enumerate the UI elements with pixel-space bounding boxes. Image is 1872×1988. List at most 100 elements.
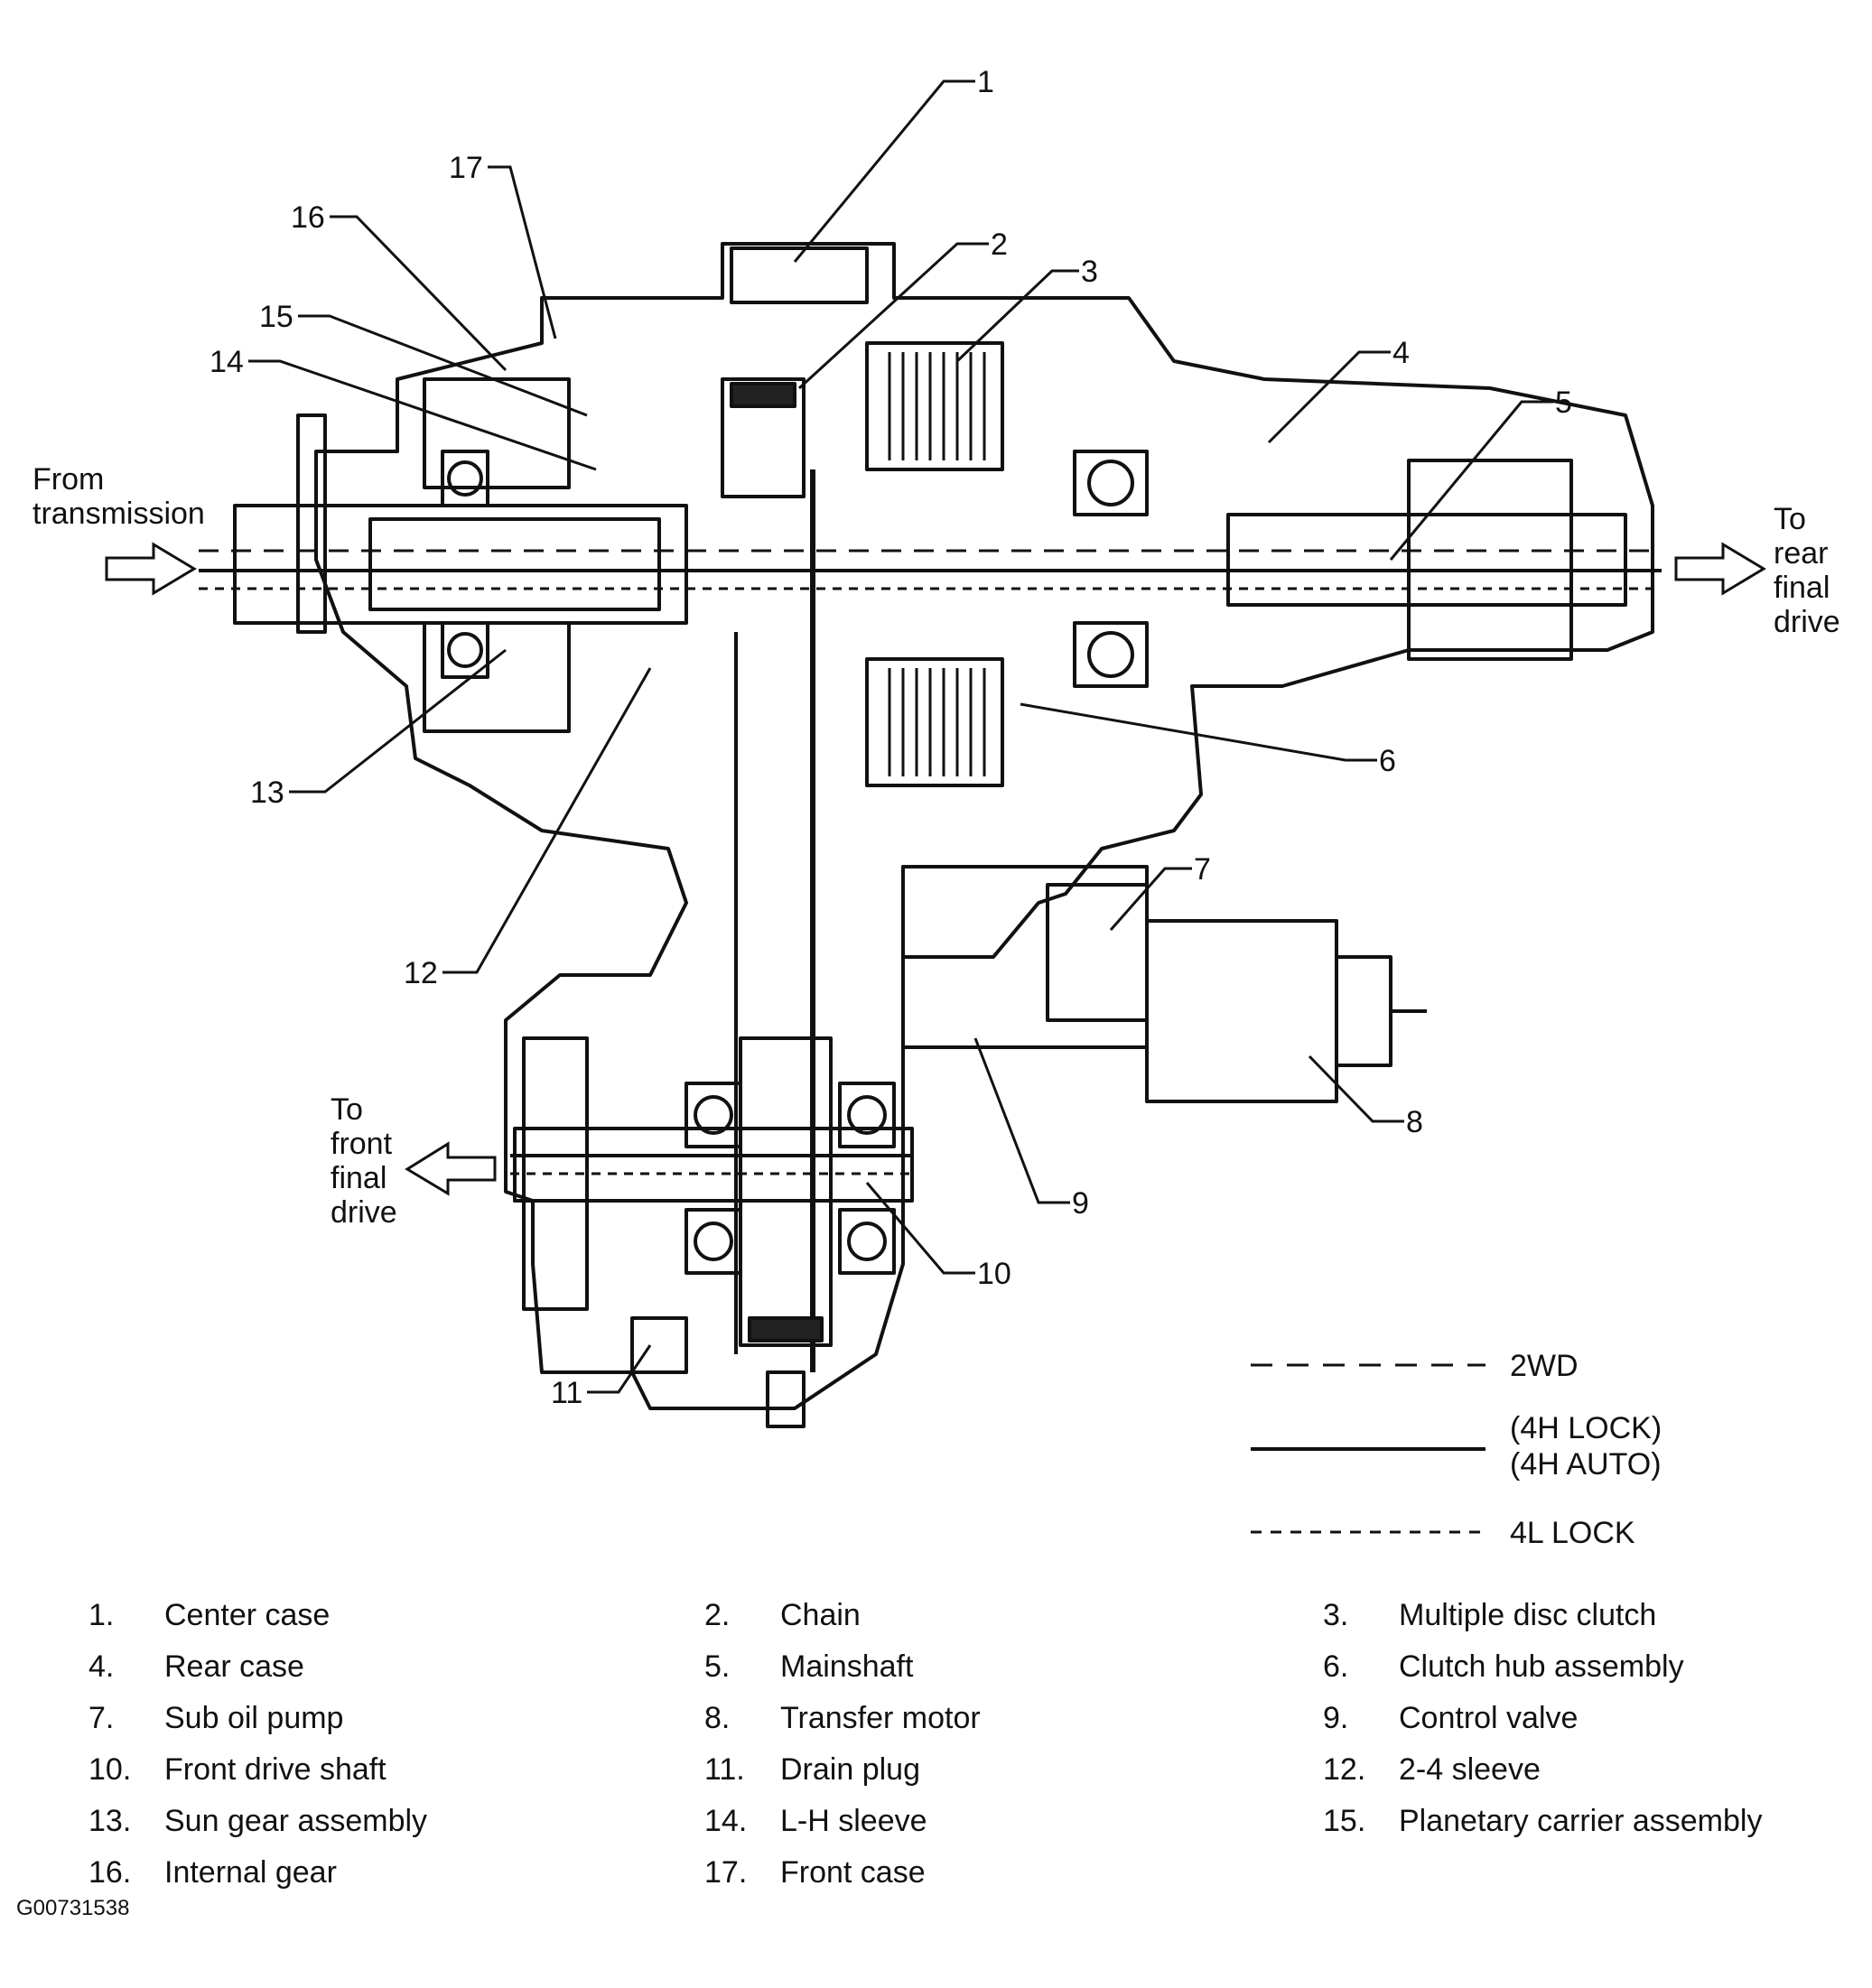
- legend-4h-label: (4H LOCK) (4H AUTO): [1510, 1411, 1671, 1482]
- leader-9: [973, 1037, 1070, 1204]
- rear-output-flow-label: To rear final drive: [1774, 502, 1840, 639]
- callout-8: 8: [1406, 1105, 1423, 1139]
- top-bolt-boss: [730, 246, 869, 304]
- planetary-gearset-lower: [423, 621, 571, 733]
- sub-oil-pump: [1046, 883, 1149, 1022]
- rear-output-arrow: [1674, 542, 1766, 596]
- front-output-arrow: [405, 1141, 497, 1196]
- leader-14: [248, 359, 597, 471]
- callout-4: 4: [1392, 336, 1410, 370]
- callout-10: 10: [977, 1257, 1011, 1291]
- front-output-shaft: [513, 1127, 914, 1203]
- driven-sprocket-teeth: [748, 1316, 824, 1342]
- driven-sprocket: [739, 1036, 833, 1347]
- input-flow-label: From transmission: [33, 462, 205, 531]
- input-arrow: [105, 542, 197, 596]
- part-item-15: 15. Planetary carrier assembly: [1323, 1804, 1762, 1839]
- leader-12: [442, 667, 652, 974]
- part-number: 1.: [88, 1598, 115, 1632]
- part-item-16: 16. Internal gear: [88, 1855, 337, 1890]
- callout-2: 2: [991, 228, 1008, 262]
- parts-list: 1. Center case 2.Chain 3. Multiple disc cl…: [0, 1589, 1872, 1914]
- drive-sprocket-teeth: [730, 382, 796, 408]
- leader-15: [298, 314, 588, 417]
- callout-14: 14: [210, 345, 244, 379]
- part-item-1: 1. Center case: [88, 1598, 330, 1633]
- power-flow-legend: 2WD (4H LOCK) (4H AUTO) 4L LOCK: [1251, 1349, 1671, 1550]
- clutch-pack-upper: [865, 341, 1004, 471]
- part-item-13: 13. Sun gear assembly: [88, 1804, 427, 1839]
- part-number: 7.: [88, 1701, 115, 1735]
- planetary-gearset: [423, 377, 571, 489]
- part-item-3: 3. Multiple disc clutch: [1323, 1598, 1656, 1633]
- front-bearing-a: [685, 1082, 742, 1148]
- part-name: L-H sleeve: [780, 1804, 927, 1838]
- front-output-flange: [522, 1036, 589, 1311]
- transfer-motor-end: [1335, 955, 1392, 1067]
- callout-1: 1: [977, 65, 994, 99]
- front-bearing-b: [685, 1208, 742, 1275]
- bottom-stub: [766, 1370, 806, 1428]
- legend-2wd-label: 2WD: [1510, 1349, 1579, 1383]
- part-number: 15.: [1323, 1804, 1366, 1838]
- part-item-14: 14. L-H sleeve: [704, 1804, 927, 1839]
- part-name: Drain plug: [780, 1752, 920, 1787]
- front-bearing-upper: [441, 450, 489, 507]
- leader-4: [1267, 350, 1391, 444]
- part-name: Sub oil pump: [164, 1701, 344, 1735]
- leader-8: [1308, 1054, 1404, 1123]
- input-shaft-inner: [368, 517, 661, 611]
- transfer-case-cutaway-diagram: From transmission To rear final drive To…: [33, 65, 1840, 1550]
- leader-11: [587, 1344, 652, 1394]
- part-name: Internal gear: [164, 1855, 337, 1890]
- part-number: 14.: [704, 1804, 748, 1838]
- callout-9: 9: [1072, 1186, 1089, 1221]
- part-item-2: 2.Chain: [704, 1598, 861, 1633]
- leader-17: [488, 165, 557, 339]
- part-number: 10.: [88, 1752, 132, 1787]
- part-name: Front case: [780, 1855, 926, 1890]
- part-name: Transfer motor: [780, 1701, 981, 1735]
- front-bearing-d: [838, 1208, 896, 1275]
- part-number: 11.: [704, 1752, 745, 1787]
- clutch-pack-lower: [865, 657, 1004, 787]
- part-item-12: 12.2-4 sleeve: [1323, 1752, 1541, 1788]
- part-name: Rear case: [164, 1649, 304, 1684]
- part-item-7: 7. Sub oil pump: [88, 1701, 343, 1736]
- front-case-flange: [296, 413, 327, 634]
- leader-13: [289, 648, 507, 794]
- part-number: 12.: [1323, 1752, 1366, 1787]
- rear-output-shaft: [1226, 513, 1627, 607]
- input-shaft: [233, 504, 688, 625]
- rear-bearing-upper: [1073, 450, 1149, 516]
- part-item-11: 11. Drain plug: [704, 1752, 920, 1788]
- leader-16: [330, 215, 508, 372]
- part-name: Center case: [164, 1598, 331, 1632]
- drive-sprocket: [721, 377, 806, 498]
- part-number: 17.: [704, 1855, 748, 1890]
- part-name: Multiple disc clutch: [1399, 1598, 1657, 1632]
- callout-15: 15: [259, 300, 293, 334]
- part-item-6: 6.Clutch hub assembly: [1323, 1649, 1684, 1685]
- part-number: 2.: [704, 1598, 731, 1632]
- part-name: Sun gear assembly: [164, 1804, 428, 1838]
- part-name: Mainshaft: [780, 1649, 914, 1684]
- leader-6: [1020, 702, 1377, 762]
- part-item-4: 4. Rear case: [88, 1649, 304, 1685]
- part-item-9: 9.Control valve: [1323, 1701, 1578, 1736]
- rear-output-flange: [1407, 459, 1573, 661]
- callout-6: 6: [1379, 744, 1396, 778]
- callout-5: 5: [1555, 386, 1572, 420]
- part-number: 8.: [704, 1701, 731, 1735]
- part-number: 13.: [88, 1804, 132, 1838]
- part-number: 5.: [704, 1649, 731, 1684]
- part-name: Planetary carrier assembly: [1399, 1804, 1763, 1838]
- part-number: 16.: [88, 1855, 132, 1890]
- part-item-5: 5. Mainshaft: [704, 1649, 913, 1685]
- callout-17: 17: [449, 151, 483, 185]
- part-number: 4.: [88, 1649, 115, 1684]
- part-item-17: 17. Front case: [704, 1855, 926, 1890]
- leader-2: [797, 242, 989, 390]
- callout-12: 12: [404, 956, 438, 990]
- part-number: 3.: [1323, 1598, 1349, 1632]
